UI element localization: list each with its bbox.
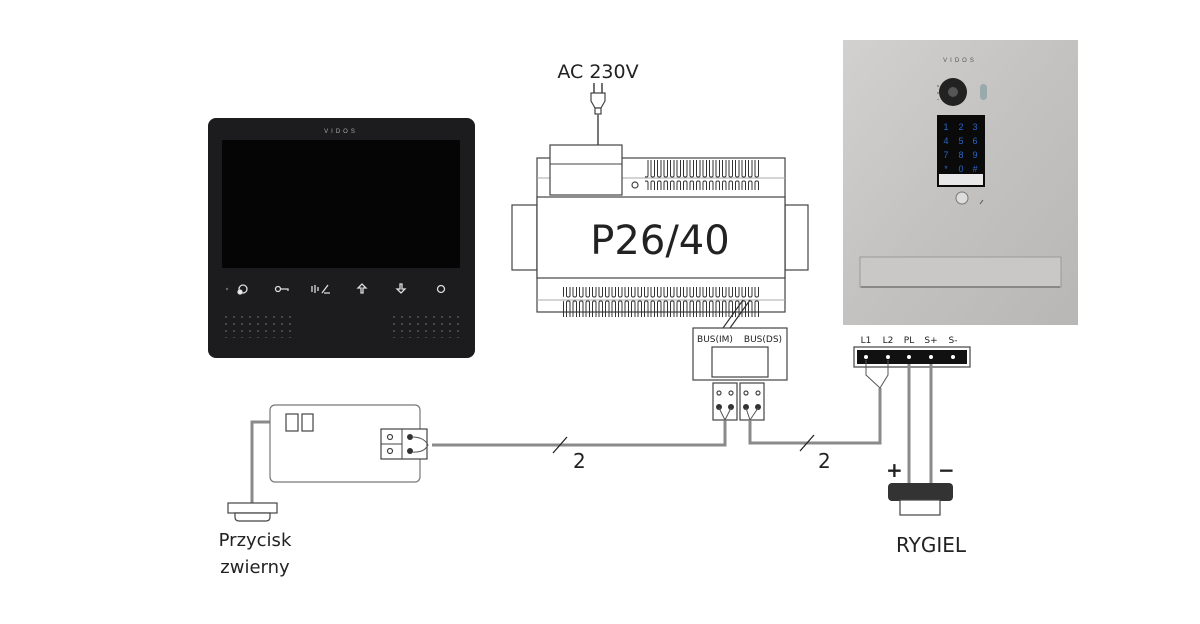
exit-button-label-line1: Przycisk [219, 530, 292, 551]
lock-label: RYGIEL [896, 533, 967, 557]
wires: 2 2 + − [250, 360, 955, 505]
bus-im-terminal [712, 382, 738, 421]
key[interactable]: 4 [943, 136, 948, 146]
key[interactable]: # [972, 164, 977, 174]
bus-ds-wire-count: 2 [818, 449, 831, 473]
exit-button-module [269, 404, 429, 483]
terminal-label-s-minus: S- [949, 336, 958, 346]
electric-lock: RYGIEL [888, 483, 967, 557]
exit-button: Przycisk zwierny [219, 502, 292, 578]
down-arrow-icon [395, 283, 407, 294]
bus-im-wire-count: 2 [573, 449, 586, 473]
key[interactable]: 3 [972, 122, 977, 132]
key[interactable]: * [944, 164, 948, 174]
gear-icon [436, 284, 446, 294]
bus-im-label: BUS(IM) [697, 335, 733, 345]
key[interactable]: 1 [943, 122, 948, 132]
key[interactable]: 2 [958, 122, 963, 132]
volume-icon [311, 284, 330, 294]
key[interactable]: 6 [972, 136, 977, 146]
up-arrow-icon [356, 283, 368, 294]
monitor-brand: VIDOS [324, 129, 358, 135]
name-tag [939, 174, 983, 185]
power-supply: AC 230V P26/40 BUS(IM) BUS(DS) [511, 61, 809, 421]
speaker-grille-left [222, 314, 294, 338]
wire-count-mark [552, 436, 568, 454]
key-icon [274, 285, 289, 293]
key[interactable]: 8 [958, 150, 963, 160]
key[interactable]: 5 [958, 136, 963, 146]
terminal-strip [853, 346, 971, 368]
terminal-label-l1: L1 [861, 336, 872, 346]
mail-slot [859, 256, 1062, 288]
terminal-label-l2: L2 [883, 336, 894, 346]
door-station-brand: VIDOS [943, 58, 977, 64]
terminal-label-pl: PL [904, 336, 914, 346]
lock-minus-label: − [938, 458, 955, 482]
lock-plus-label: + [886, 458, 903, 482]
terminal-label-s-plus: S+ [924, 336, 937, 346]
key[interactable]: 7 [943, 150, 948, 160]
ac-input-label: AC 230V [557, 61, 638, 83]
speaker-grille-right [392, 314, 464, 338]
bus-ds-terminal [739, 382, 765, 421]
door-station: VIDOS 1 2 3 4 5 6 7 8 9 * 0 # L1 L2 PL [843, 40, 1078, 368]
plug-icon [590, 83, 606, 146]
call-icon [237, 284, 248, 295]
led-icon [225, 287, 229, 291]
monitor-screen [222, 140, 460, 268]
call-button[interactable] [955, 191, 969, 205]
bus-ds-label: BUS(DS) [744, 335, 782, 345]
model-label: P26/40 [590, 218, 729, 264]
key[interactable]: 0 [958, 164, 963, 174]
exit-button-label-line2: zwierny [220, 557, 290, 578]
indoor-monitor: VIDOS [208, 118, 475, 358]
keypad-keys: 1 2 3 4 5 6 7 8 9 * 0 # [943, 122, 977, 174]
wire-count-mark [799, 434, 815, 452]
key[interactable]: 9 [972, 150, 977, 160]
